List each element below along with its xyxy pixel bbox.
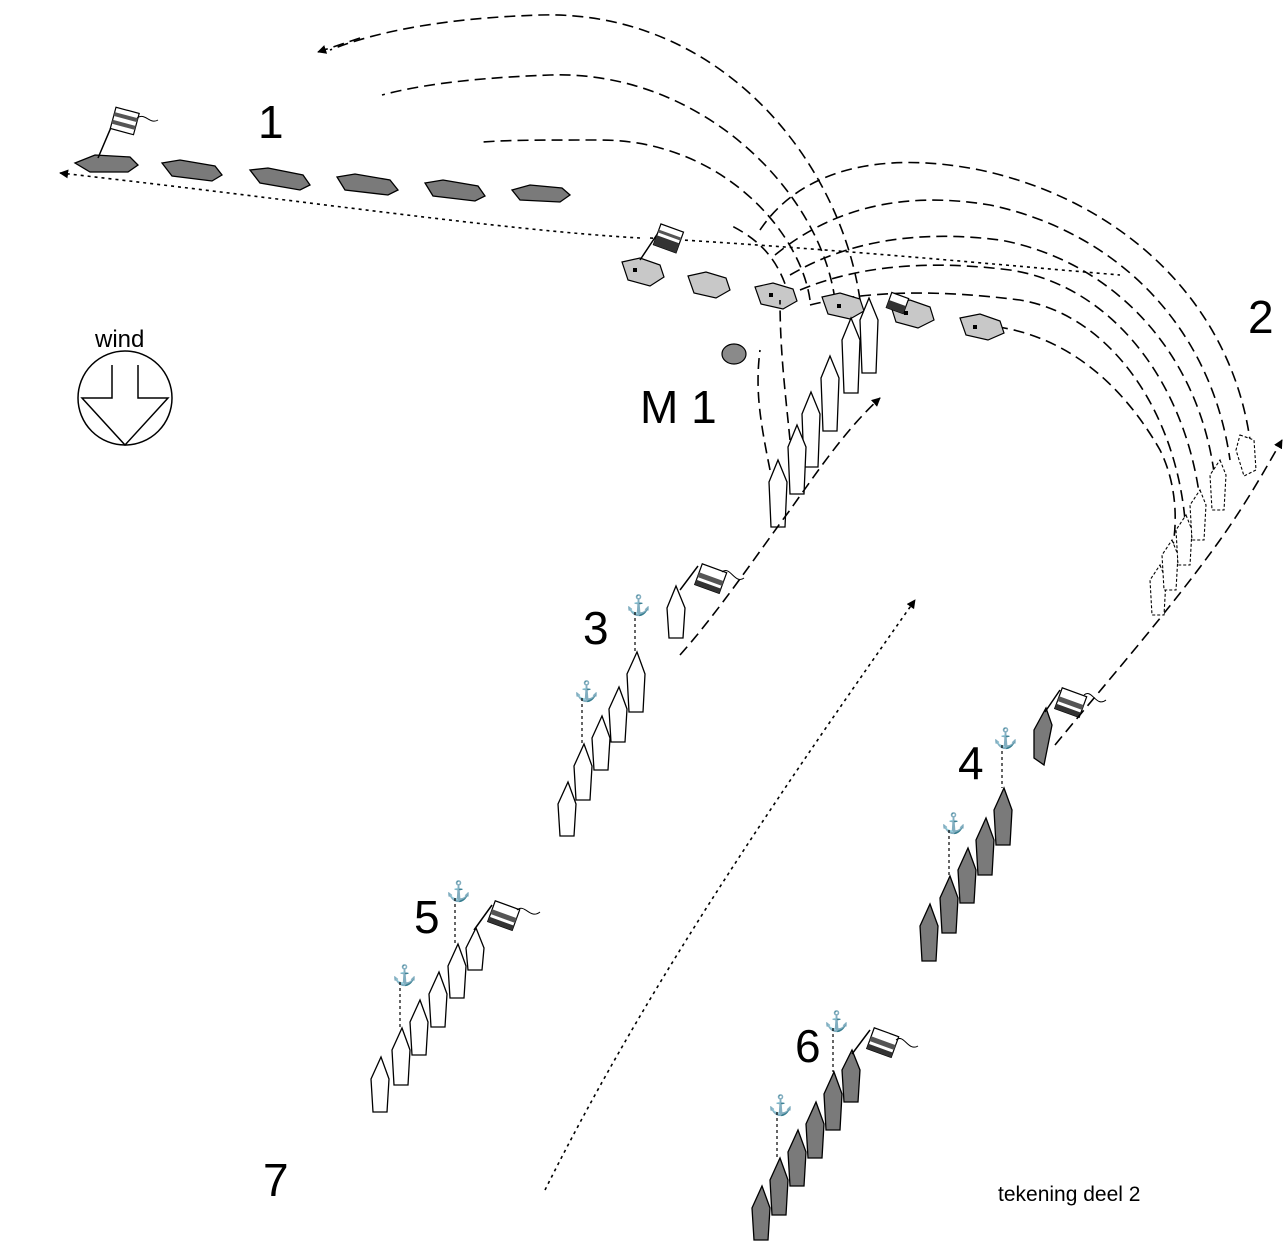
station-6-label: 6 <box>795 1020 821 1072</box>
group-1-boats <box>73 106 572 203</box>
station-2-label: 2 <box>1248 291 1274 343</box>
course-line-left <box>59 169 641 239</box>
svg-text:⚓: ⚓ <box>626 593 651 617</box>
course-line-right <box>649 237 1121 276</box>
svg-text:⚓: ⚓ <box>993 726 1018 750</box>
mark-m1-label: M 1 <box>640 381 717 433</box>
station-7-label: 7 <box>263 1154 289 1206</box>
group-4-boats: ⚓ ⚓ <box>919 439 1283 962</box>
ghost-boats-near-2 <box>1149 434 1257 616</box>
top-arc-tracks <box>317 14 1251 561</box>
group-6-boats: ⚓ ⚓ <box>751 1009 919 1241</box>
dotted-path-7 <box>544 599 916 1191</box>
svg-text:⚓: ⚓ <box>392 963 417 987</box>
wind-indicator: wind <box>77 326 173 447</box>
station-3-label: 3 <box>583 602 609 654</box>
grey-boats-row <box>621 223 1005 341</box>
svg-text:⚓: ⚓ <box>824 1009 849 1033</box>
caption: tekening deel 2 <box>998 1183 1140 1206</box>
station-1-label: 1 <box>258 96 284 148</box>
mark-m1-buoy <box>721 343 747 365</box>
svg-text:⚓: ⚓ <box>768 1093 793 1117</box>
group-3-boats: ⚓ ⚓ <box>557 563 745 837</box>
svg-text:⚓: ⚓ <box>446 879 471 903</box>
wind-label: wind <box>94 326 144 353</box>
group-5-boats: ⚓ ⚓ <box>370 879 541 1113</box>
station-4-label: 4 <box>958 737 984 789</box>
svg-text:⚓: ⚓ <box>941 811 966 835</box>
svg-text:⚓: ⚓ <box>574 679 599 703</box>
white-boats-at-mark <box>679 296 881 656</box>
station-5-label: 5 <box>414 891 440 943</box>
